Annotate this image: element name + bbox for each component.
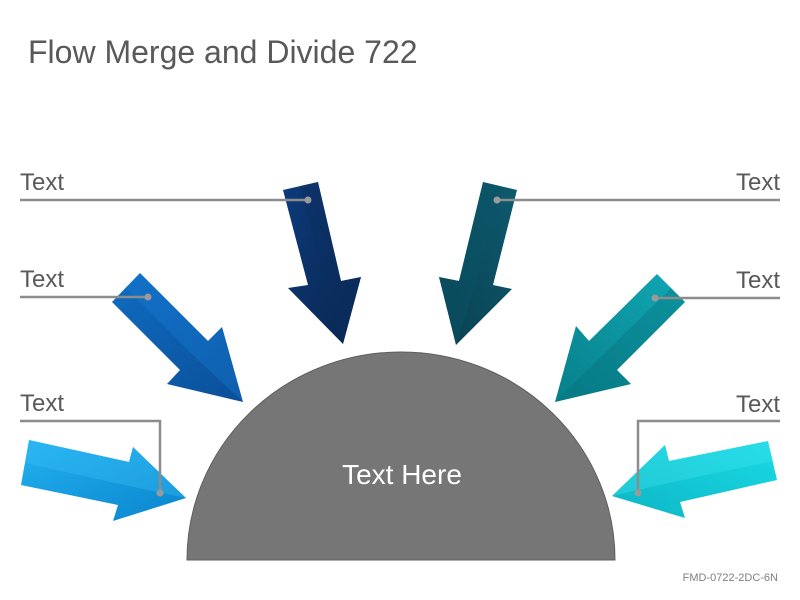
dot-left-mid — [144, 293, 152, 301]
arrow-left-mid — [112, 273, 243, 402]
dot-right-bottom — [634, 489, 642, 497]
dot-left-bottom — [156, 489, 164, 497]
label-left-top: Text — [20, 169, 65, 196]
dot-right-mid — [651, 294, 659, 302]
arrow-left-bottom — [21, 440, 186, 521]
label-right-top: Text — [735, 169, 780, 196]
dot-right-top — [493, 196, 501, 204]
arrow-right-mid — [555, 274, 685, 402]
label-right-bottom: Text — [735, 391, 780, 418]
arrow-right-top — [439, 182, 517, 345]
arrow-right-bottom — [612, 441, 777, 518]
footer-code: FMD-0722-2DC-6N — [682, 572, 778, 584]
connector-dots — [144, 196, 659, 497]
label-left-bottom: Text — [20, 390, 65, 417]
connector-left-bottom — [20, 419, 162, 493]
semicircle-hub — [186, 351, 616, 561]
arrow-left-top — [283, 182, 361, 344]
connector-right-bottom — [636, 419, 780, 493]
slide-title: Flow Merge and Divide 722 — [28, 34, 418, 70]
label-left-mid: Text — [20, 266, 65, 293]
connector-lines — [20, 198, 780, 493]
hub-label: Text Here — [342, 459, 462, 490]
label-right-mid: Text — [735, 267, 780, 294]
dot-left-top — [304, 196, 312, 204]
